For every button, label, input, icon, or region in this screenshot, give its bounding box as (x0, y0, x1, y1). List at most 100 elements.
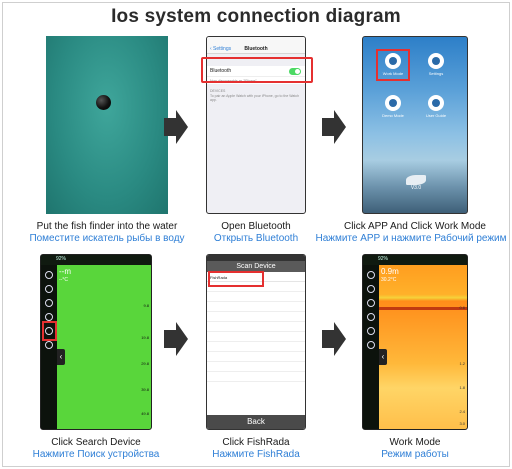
user-guide-app-button[interactable]: User Guide (421, 95, 451, 118)
list-line (207, 302, 305, 312)
list-line (207, 322, 305, 332)
app-logo: V3.0 (403, 175, 429, 201)
scale-tick: 19.8 (141, 335, 149, 340)
list-line (207, 372, 305, 382)
work-mode-highlight-box (376, 49, 410, 81)
step1-caption-ru: Поместите искатель рыбы в воду (29, 233, 185, 244)
work-mode-app-button[interactable]: Work Mode (378, 53, 408, 76)
scale-tick: 39.8 (141, 387, 149, 392)
list-line (207, 292, 305, 302)
step6-caption-en: Work Mode (389, 437, 441, 448)
work-mode-screen: 92% 0.6 1.2 1.8 2.4 3.0 0.9m 30.2°C ‹ (362, 254, 468, 430)
list-line (207, 362, 305, 372)
fish-alarm-icon[interactable] (367, 341, 375, 349)
list-line (207, 332, 305, 342)
back-button[interactable]: Back (207, 415, 305, 429)
bottom-echo-band (379, 307, 467, 310)
settings-back-link[interactable]: ‹ Settings (210, 46, 232, 52)
sonar-display-orange: 0.6 1.2 1.8 2.4 3.0 (379, 265, 467, 429)
search-icon[interactable] (367, 299, 375, 307)
step5-caption-ru: Нажмите FishRada (212, 449, 300, 460)
next-arrow-icon (322, 322, 346, 356)
app-home-screen: Work Mode Settings Demo Mode User Guide … (362, 36, 468, 214)
next-arrow-icon (164, 110, 188, 144)
scan-device-screen: Scan Device FishRada Back (206, 254, 306, 430)
scale-tick: 29.8 (141, 361, 149, 366)
expand-tab[interactable]: ‹ (379, 349, 387, 365)
fishrada-highlight-box (208, 271, 264, 287)
step4-caption-ru: Нажмите Поиск устройства (32, 449, 160, 460)
step3-caption-ru: Нажмите APP и нажмите Рабочий режим (315, 233, 507, 244)
settings-icon[interactable] (367, 285, 375, 293)
bluetooth-row[interactable]: Bluetooth (207, 66, 305, 76)
bluetooth-row-label: Bluetooth (210, 68, 232, 74)
step4-caption-en: Click Search Device (51, 437, 141, 448)
step5-caption-en: Click FishRada (222, 437, 290, 448)
devices-header: DEVICES (210, 89, 226, 93)
sonar-top-bar: 92% (363, 255, 467, 265)
scale-tick: 1.2 (459, 361, 465, 366)
battery-label: 92% (56, 256, 67, 262)
sonar-display-green: 9.8 19.8 29.8 39.8 49.8 (57, 265, 151, 429)
list-line (207, 312, 305, 322)
list-line (207, 352, 305, 362)
tv-icon (385, 95, 401, 111)
water-photo (46, 36, 168, 214)
screenshot-icon[interactable] (367, 271, 375, 279)
bluetooth-toggle[interactable] (289, 68, 301, 75)
scale-tick: 0.6 (459, 305, 465, 310)
expand-tab[interactable]: ‹ (57, 349, 65, 365)
status-bar (207, 37, 305, 44)
battery-label: 92% (378, 256, 389, 262)
pause-icon[interactable] (45, 313, 53, 321)
sensitivity-icon[interactable] (367, 327, 375, 335)
fish-logo-icon (406, 175, 426, 185)
screenshot-icon[interactable] (45, 271, 53, 279)
step6-caption-ru: Режим работы (381, 449, 449, 460)
sonar-top-bar: 92% (41, 255, 151, 265)
book-icon (428, 95, 444, 111)
temp-readout: 30.2°C (381, 277, 397, 283)
fish-alarm-icon[interactable] (45, 341, 53, 349)
bluetooth-highlight-box (201, 57, 313, 83)
temp-readout: --°C (59, 277, 68, 283)
scan-header: Scan Device (207, 261, 305, 272)
step2-caption-en: Open Bluetooth (221, 221, 291, 232)
search-highlight-box (42, 321, 57, 341)
next-arrow-icon (322, 110, 346, 144)
scale-tick: 3.0 (459, 421, 465, 426)
depth-readout: --m (59, 267, 71, 276)
step3-caption-en: Click APP And Click Work Mode (344, 221, 486, 232)
nav-title: Bluetooth (244, 46, 268, 52)
settings-label: Settings (428, 71, 444, 76)
scale-tick: 1.8 (459, 385, 465, 390)
list-line (207, 342, 305, 352)
search-icon[interactable] (45, 299, 53, 307)
scale-tick: 9.8 (143, 303, 149, 308)
version-label: V3.0 (410, 185, 422, 191)
page-title: Ios system connection diagram (111, 6, 401, 27)
work-mode-label: Work Mode (382, 71, 404, 76)
settings-app-button[interactable]: Settings (421, 53, 451, 76)
pause-icon[interactable] (367, 313, 375, 321)
status-bar (207, 255, 305, 261)
fish-finder-device (96, 95, 111, 110)
scale-tick: 2.4 (459, 409, 465, 414)
demo-mode-app-button[interactable]: Demo Mode (378, 95, 408, 118)
sonar-sidebar (41, 265, 57, 429)
fishrada-device-item[interactable]: FishRada (207, 272, 305, 282)
sensitivity-icon[interactable] (45, 327, 53, 335)
step1-caption-en: Put the fish finder into the water (36, 221, 178, 232)
settings-icon[interactable] (45, 285, 53, 293)
search-device-screen: 92% 9.8 19.8 29.8 39.8 49.8 --m --°C ‹ (40, 254, 152, 430)
user-guide-label: User Guide (425, 113, 447, 118)
work-mode-icon (385, 53, 401, 69)
gear-icon (428, 53, 444, 69)
nav-bar: ‹ Settings Bluetooth (207, 44, 305, 54)
next-arrow-icon (164, 322, 188, 356)
demo-mode-label: Demo Mode (382, 113, 404, 118)
scale-tick: 49.8 (141, 411, 149, 416)
sonar-sidebar (363, 265, 379, 429)
watch-note: To pair an Apple Watch with your iPhone,… (210, 94, 300, 102)
